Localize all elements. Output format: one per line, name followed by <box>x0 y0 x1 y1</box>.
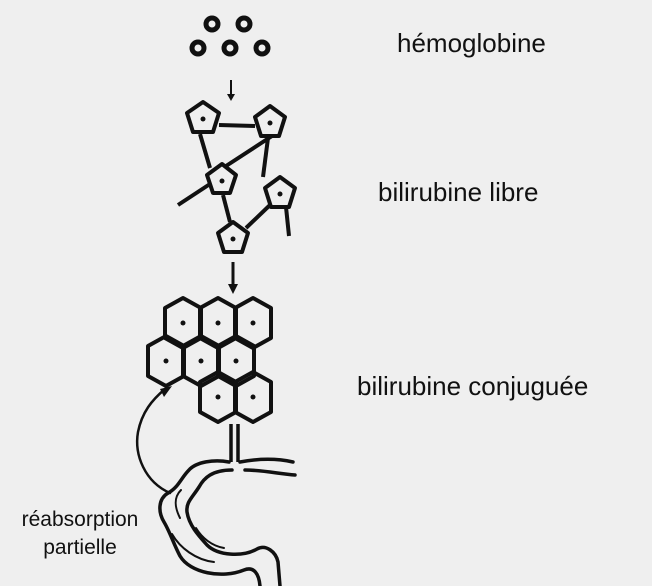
free-bilirubin-cells <box>176 100 297 254</box>
hemoglobin-ring <box>203 15 221 33</box>
label-reabsorption-line2: partielle <box>43 536 117 559</box>
pentagon-cell <box>263 175 297 209</box>
hemoglobin-ring <box>221 39 239 57</box>
arrow-hemoglobin-to-bilirubin <box>227 80 235 101</box>
pentagon-cell <box>185 100 221 134</box>
label-reabsorption-line1: réabsorption <box>21 508 139 531</box>
liver-cell-nuclei <box>163 320 256 400</box>
label-free-bilirubin: bilirubine libre <box>378 177 539 207</box>
pentagon-cell <box>216 220 250 254</box>
free-bilirubin-nuclei <box>200 116 283 242</box>
arrow-free-to-conjugated <box>228 262 238 294</box>
label-hemoglobin: hémoglobine <box>397 28 546 58</box>
reabsorption-arrow <box>135 386 172 495</box>
label-conjugated-bilirubin: bilirubine conjuguée <box>357 371 589 401</box>
hemoglobin-ring <box>235 15 253 33</box>
hexagon-cell <box>233 370 273 424</box>
hemoglobin-ring <box>189 39 207 57</box>
bile-duct <box>229 424 240 462</box>
hemoglobin-molecules <box>189 15 271 57</box>
label-reabsorption: réabsorption partielle <box>8 506 152 562</box>
pentagon-cell <box>205 162 238 195</box>
hemoglobin-ring <box>253 39 271 57</box>
liver-hexagon-cells <box>146 296 273 424</box>
intestine <box>158 457 297 586</box>
